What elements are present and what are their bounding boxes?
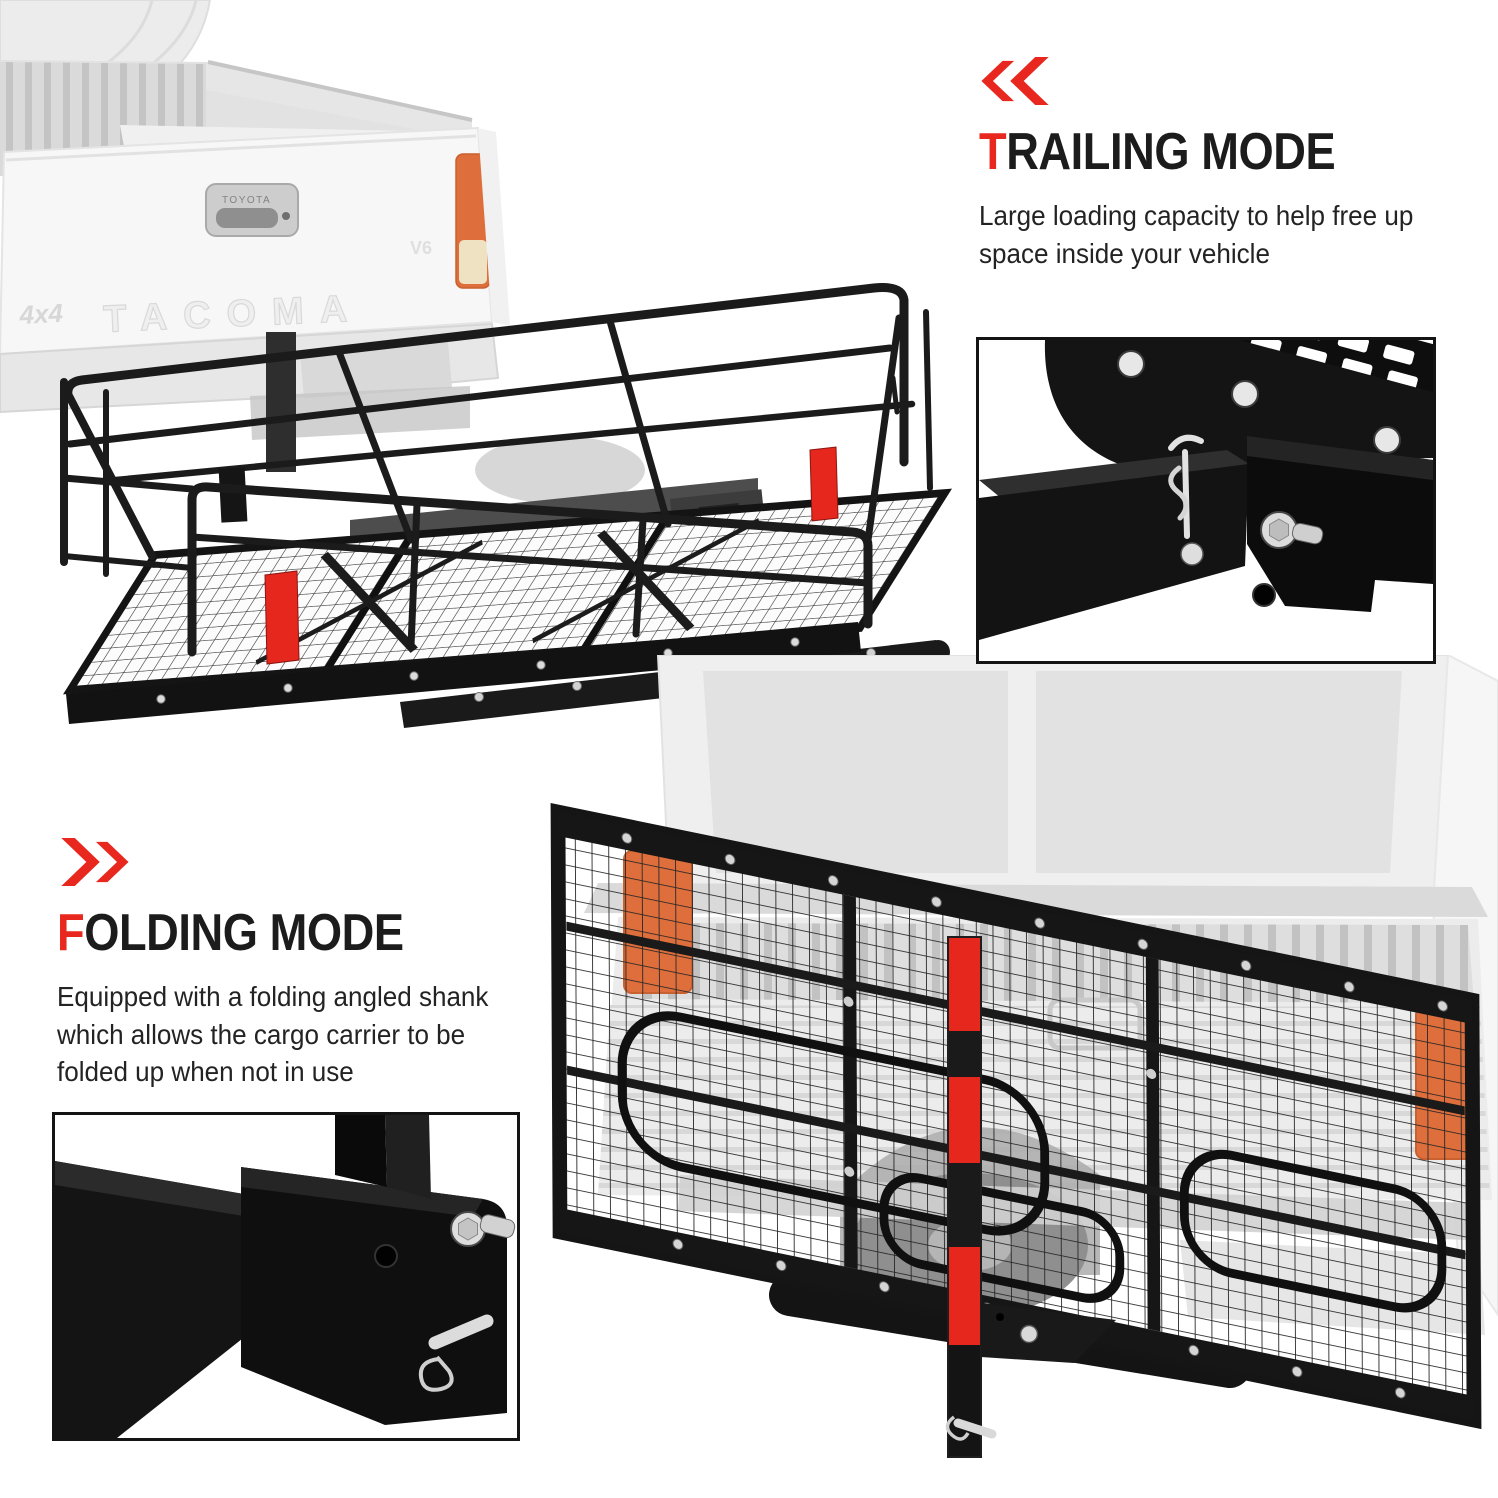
title-lead-letter: T xyxy=(979,123,1007,181)
double-chevron-left-icon xyxy=(981,57,1049,105)
mount-hole xyxy=(1252,583,1276,607)
reflective-post xyxy=(947,936,982,1458)
pin-end-dome xyxy=(1180,542,1204,566)
handle-logo-text: TOYOTA xyxy=(222,195,271,206)
taillight xyxy=(455,153,491,289)
folding-mode-photo xyxy=(550,655,1498,1458)
title-rest: OLDING MODE xyxy=(84,904,404,962)
folding-mode-section: FOLDING MODE Equipped with a folding ang… xyxy=(57,838,562,1091)
folded-side-rail-tubes xyxy=(617,1011,1447,1313)
folding-shank-detail-photo xyxy=(52,1112,520,1441)
receiver-box xyxy=(1247,436,1433,612)
title-lead-letter: F xyxy=(57,904,85,962)
vertical-tube xyxy=(335,1115,431,1199)
folded-mesh-panel xyxy=(550,802,1482,1430)
r-clip xyxy=(418,1355,454,1392)
badge-4x4: 4x4 xyxy=(18,298,64,330)
ghost-truck: TACOMA 4x4 V6 TOYOTA xyxy=(0,0,510,440)
trailing-mode-title: TRAILING MODE xyxy=(979,123,1418,181)
basket-front-wall xyxy=(187,482,873,657)
shank-tube-front xyxy=(979,464,1249,640)
trailing-mode-description: Large loading capacity to help free up s… xyxy=(979,200,1414,269)
hex-bolt xyxy=(450,1211,516,1247)
title-rest: RAILING MODE xyxy=(1006,123,1336,181)
double-chevron-right-icon xyxy=(61,838,129,886)
hitch-pin xyxy=(428,1314,494,1350)
carriage-bolts xyxy=(1117,350,1401,454)
hex-bolt xyxy=(1260,511,1324,549)
trailing-mode-photo: TACOMA 4x4 V6 TOYOTA xyxy=(0,0,952,728)
reflector-strip-back xyxy=(809,446,839,522)
basket-right-end-wall xyxy=(864,309,933,544)
basket-left-end-wall xyxy=(60,378,196,577)
mount-hole xyxy=(374,1244,398,1268)
folding-mode-title: FOLDING MODE xyxy=(57,904,496,962)
basket-back-wall xyxy=(63,283,916,560)
folding-shank xyxy=(945,1303,1116,1441)
tailgate-handle: TOYOTA xyxy=(205,183,299,237)
folding-shank-detail-illustration xyxy=(55,1115,516,1438)
badge-v6: V6 xyxy=(410,238,432,258)
hitch-pin-clip xyxy=(1168,434,1204,539)
rear-window xyxy=(703,671,1402,873)
hitch-pin-detail-photo xyxy=(976,337,1436,664)
frame-arm xyxy=(1044,340,1433,477)
folding-mode-description: Equipped with a folding angled shank whi… xyxy=(57,981,489,1088)
shank-tube-top xyxy=(979,450,1249,498)
trailing-mode-section: TRAILING MODE Large loading capacity to … xyxy=(979,57,1484,272)
hitch-pin-detail-illustration xyxy=(979,340,1433,640)
latch-block xyxy=(218,467,248,523)
reflector-strip-front xyxy=(264,570,300,665)
